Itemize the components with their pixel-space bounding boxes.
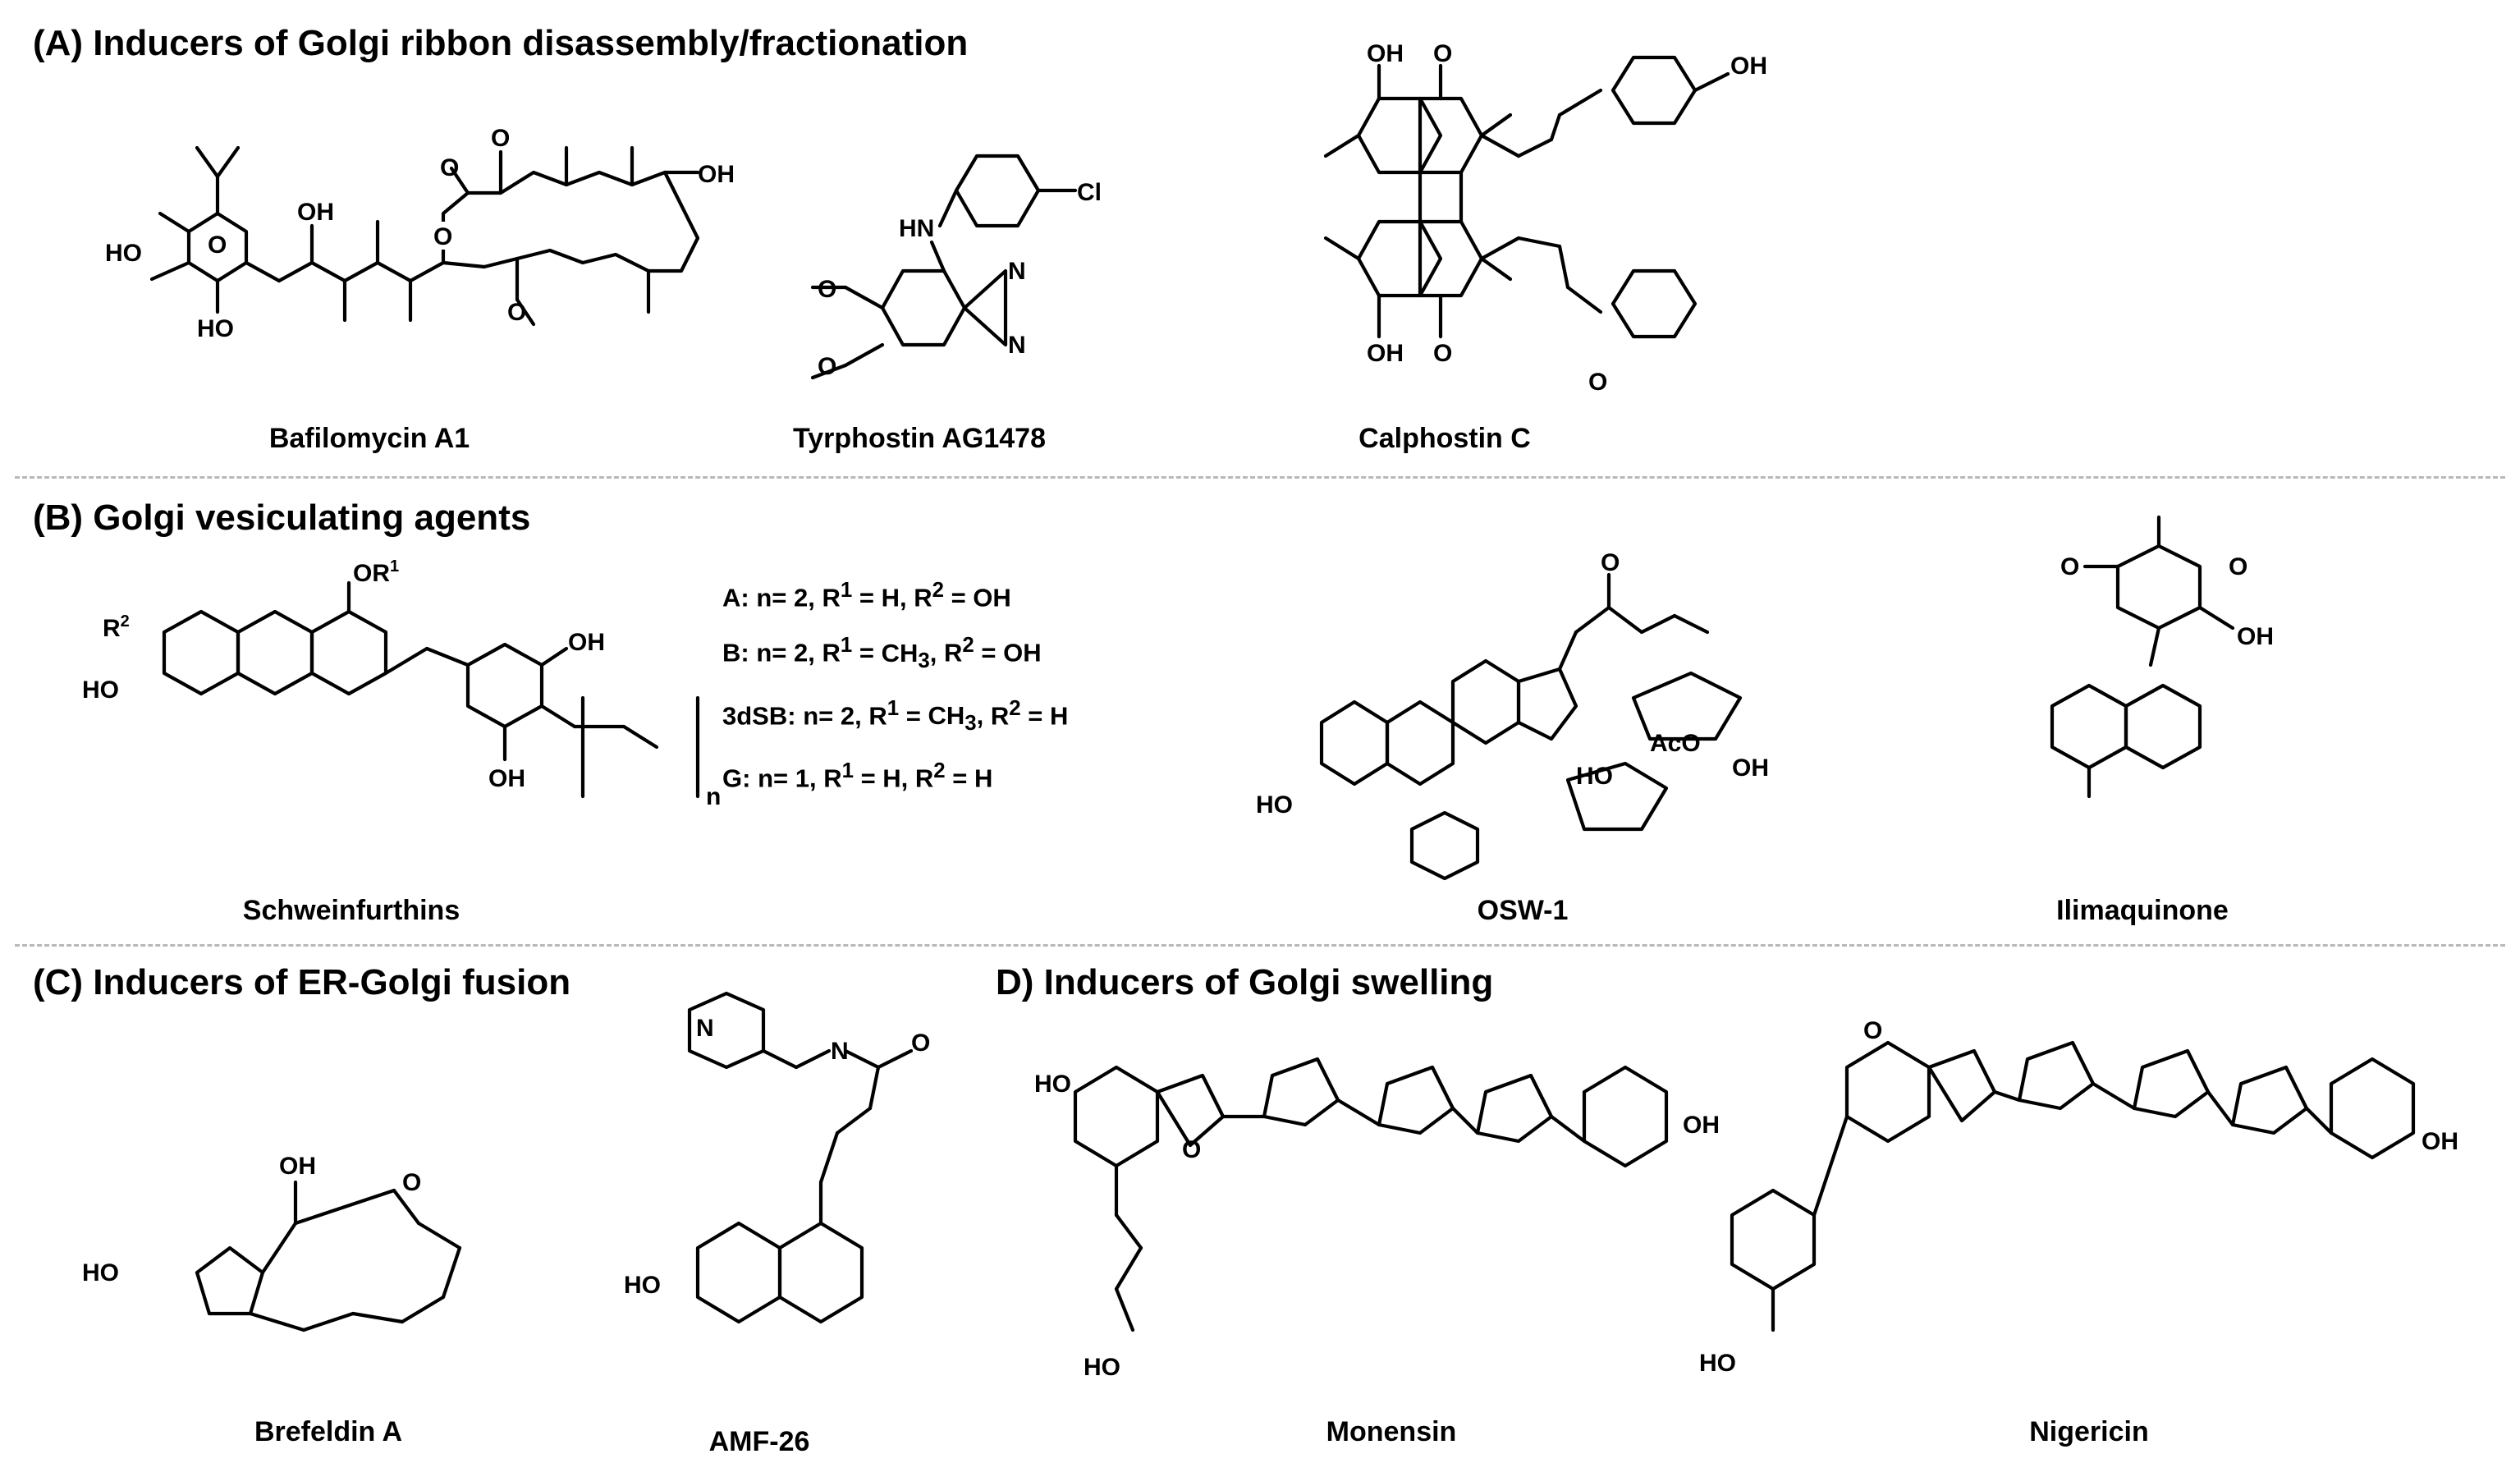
structure-schweinfurthins: OR1 R2 HO OH OH n	[82, 558, 721, 810]
structure-calphostin: OH O OH O OH O	[1323, 40, 1767, 396]
atom-o-10: O	[1588, 369, 1607, 396]
atom-ho-7: HO	[624, 1272, 661, 1299]
atom-o-3: O	[433, 223, 452, 250]
atom-o-1: O	[208, 232, 227, 259]
atom-oh-12: HO	[1084, 1354, 1120, 1381]
atom-ho-3: HO	[82, 676, 119, 704]
atom-o-9: O	[1433, 340, 1452, 367]
atom-n-2: N	[1008, 332, 1026, 359]
label-brefeldin: Brefeldin A	[254, 1416, 403, 1447]
atom-ho-5: HO	[1576, 763, 1613, 790]
atom-oh-7: OH	[488, 765, 525, 792]
structure-bafilomycin: HO O HO OH OH O O O O	[103, 125, 735, 342]
atom-ho-4: HO	[1256, 791, 1293, 819]
atom-o-5: O	[507, 299, 526, 326]
atom-oh-1: OH	[297, 199, 334, 226]
divider-top	[15, 476, 2505, 479]
atom-n-1: N	[1008, 258, 1026, 285]
atom-o-12: O	[2060, 553, 2079, 580]
schweinfurthin-variant-list: A: n= 2, R1 = H, R2 = OH B: n= 2, R1 = C…	[722, 566, 1068, 803]
section-title-c: (C) Inducers of ER-Golgi fusion	[33, 962, 571, 1002]
atom-oh-3: OH	[1367, 40, 1404, 67]
section-title-d: D) Inducers of Golgi swelling	[996, 962, 1494, 1002]
atom-oh-10: OH	[279, 1153, 316, 1180]
atom-nh: N	[831, 1038, 849, 1065]
atom-o-7: O	[818, 353, 836, 380]
atom-ho-1: HO	[105, 240, 142, 267]
atom-o-6: O	[818, 276, 836, 303]
structure-brefeldin: HO OH O	[82, 1153, 462, 1332]
section-title-b: (B) Golgi vesiculating agents	[33, 498, 531, 538]
atom-subscript-n: n	[706, 783, 721, 810]
atom-ho-6: HO	[82, 1259, 119, 1286]
structure-osw1: HO O AcO HO OH	[1256, 549, 1769, 881]
atom-ho-8: HO	[1034, 1071, 1071, 1098]
label-ilimaquinone: Ilimaquinone	[2056, 895, 2229, 926]
structure-tyrphostin: HN Cl N N O O	[810, 154, 1102, 380]
structure-amf26: N N O HO	[624, 991, 930, 1324]
structure-ilimaquinone: O O OH	[2050, 515, 2274, 799]
label-monensin: Monensin	[1326, 1416, 1457, 1447]
atom-oh-6: OH	[568, 629, 605, 656]
variant-g: G: n= 1, R1 = H, R2 = H	[722, 759, 993, 793]
atom-n-3: N	[696, 1015, 714, 1042]
atom-oh-9: OH	[2237, 623, 2274, 650]
atom-ho-9: HO	[1699, 1350, 1736, 1377]
section-title-a: (A) Inducers of Golgi ribbon disassembly…	[33, 23, 969, 63]
atom-oh-13: OH	[2421, 1128, 2458, 1155]
atom-o-4: O	[491, 125, 510, 152]
label-amf26: AMF-26	[708, 1426, 810, 1457]
atom-aco: AcO	[1650, 730, 1701, 757]
label-nigericin: Nigericin	[2029, 1416, 2149, 1447]
atom-or1: OR1	[353, 558, 399, 587]
atom-o-8: O	[1433, 40, 1452, 67]
atom-o-16: O	[1182, 1136, 1201, 1163]
atom-o-2: O	[440, 154, 459, 181]
label-tyrphostin: Tyrphostin AG1478	[793, 423, 1046, 454]
atom-o-14: O	[402, 1169, 421, 1196]
atom-oh-11: OH	[1683, 1112, 1720, 1139]
atom-o-11: O	[1601, 549, 1620, 576]
label-bafilomycin: Bafilomycin A1	[268, 423, 470, 454]
atom-cl: Cl	[1077, 179, 1102, 206]
label-osw1: OSW-1	[1477, 895, 1569, 926]
atom-oh-8: OH	[1732, 754, 1769, 782]
label-schweinfurthins: Schweinfurthins	[242, 895, 460, 926]
variant-3dsb: 3dSB: n= 2, R1 = CH3, R2 = H	[722, 696, 1069, 736]
variant-b: B: n= 2, R1 = CH3, R2 = OH	[722, 634, 1042, 672]
divider-bottom	[15, 944, 2505, 947]
structure-nigericin: O OH HO	[1699, 1017, 2458, 1377]
atom-r2: R2	[103, 612, 130, 642]
atom-hn: HN	[899, 215, 934, 242]
atom-o-13: O	[2229, 553, 2247, 580]
atom-o-15: O	[911, 1030, 930, 1057]
atom-ho-2: HO	[197, 315, 234, 342]
label-calphostin: Calphostin C	[1359, 423, 1531, 454]
atom-oh-4: OH	[1367, 340, 1404, 367]
variant-a: A: n= 2, R1 = H, R2 = OH	[722, 579, 1011, 612]
atom-oh-2: OH	[698, 161, 735, 188]
structure-monensin: HO O OH HO	[1034, 1057, 1720, 1381]
atom-oh-5: OH	[1730, 53, 1767, 80]
atom-o-17: O	[1863, 1017, 1882, 1044]
